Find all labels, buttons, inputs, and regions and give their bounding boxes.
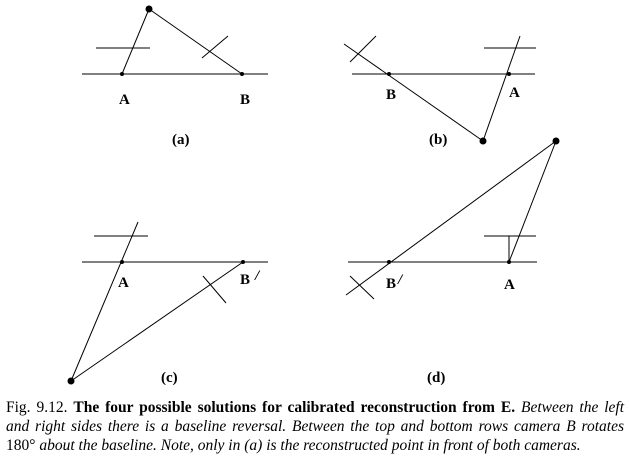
panel-a-camera-a-center: [120, 72, 124, 76]
panel-d-label-b-prime: /: [397, 272, 404, 288]
panel-c-ray-a: [70, 221, 139, 382]
panel-b-camera-a-center: [507, 72, 511, 76]
panel-c-label-a: A: [118, 275, 129, 291]
panel-b-ray-b: [343, 43, 484, 142]
panel-c-caption: (c): [161, 370, 178, 386]
panel-d-camera-a-center: [507, 260, 511, 264]
caption-angle: 180°: [6, 437, 36, 454]
panel-b-camera-b-plane: [349, 35, 377, 63]
figure-caption: Fig. 9.12. The four possible solutions f…: [6, 398, 624, 455]
panel-b-label-a: A: [509, 85, 520, 101]
panel-b-caption: (b): [429, 132, 447, 148]
caption-title-symbol: E.: [500, 399, 516, 416]
panel-c-camera-b-center: [241, 260, 245, 264]
panel-c-camera-a-center: [120, 260, 124, 264]
panel-a-ray-a: [121, 8, 150, 75]
panel-d-caption: (d): [427, 370, 445, 386]
panel-d-camera-b-plane: [349, 275, 375, 300]
panel-d-ray-a: [508, 140, 557, 263]
panel-a: A B (a): [82, 5, 268, 148]
caption-prefix: Fig. 9.12.: [6, 399, 68, 416]
caption-body-2: about the baseline. Note, only in (a) is…: [39, 437, 581, 454]
panel-a-caption: (a): [172, 132, 190, 148]
panel-d-camera-b-center: [387, 260, 391, 264]
panel-b: A B (b): [343, 35, 536, 148]
caption-body-1: Between the left and right sides there i…: [6, 399, 625, 435]
panel-b-ray-a: [482, 35, 521, 142]
panel-a-label-b: B: [240, 92, 250, 108]
panel-b-label-b: B: [386, 87, 396, 103]
panel-a-label-a: A: [119, 92, 130, 108]
panel-c-reconstructed-point: [67, 377, 75, 385]
panel-a-reconstructed-point: [145, 5, 153, 13]
panel-d-ray-b: [345, 140, 557, 296]
panel-c: A B / (c): [67, 221, 268, 386]
panel-c-label-b-prime: /: [254, 268, 261, 284]
panel-d-label-b: B: [386, 276, 396, 292]
panel-d-reconstructed-point: [552, 137, 560, 145]
panel-b-reconstructed-point: [479, 137, 487, 145]
caption-title: The four possible solutions for calibrat…: [73, 399, 495, 416]
panel-c-ray-b: [70, 261, 244, 382]
panel-b-camera-b-center: [387, 72, 391, 76]
panel-d: A B / (d): [345, 137, 560, 386]
panel-d-label-a: A: [504, 277, 515, 293]
panel-c-camera-b-plane: [202, 275, 227, 304]
four-solutions-figure: A B (a) A B (b) A B / (c): [67, 5, 560, 386]
panel-a-camera-b-center: [240, 72, 244, 76]
panel-a-camera-b-plane: [201, 35, 229, 59]
panel-a-ray-b: [148, 8, 243, 75]
panel-c-label-b: B: [240, 272, 250, 288]
